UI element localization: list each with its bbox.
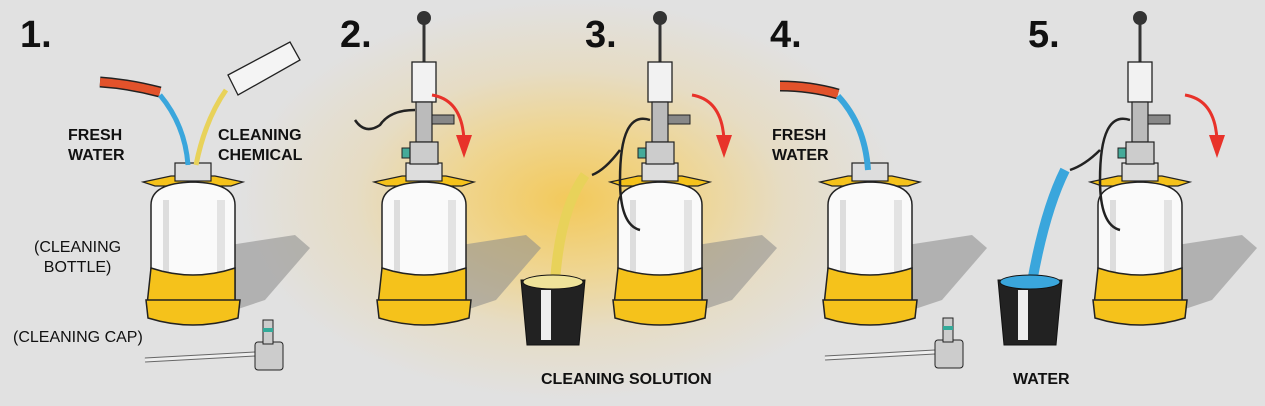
tap-pump-step3	[637, 11, 691, 165]
cleaning-bottle-step5	[1087, 162, 1257, 326]
tap-hose-step2	[353, 108, 416, 131]
red-arrow-down-step2	[431, 93, 466, 141]
cleaning-solution-caption: CLEANING SOLUTION	[541, 371, 712, 388]
cleaning-chemical-label: CLEANING CHEMICAL	[218, 127, 303, 164]
step-number-5: 5.	[1028, 14, 1060, 56]
cleaning-bottle-label: (CLEANING BOTTLE)	[34, 239, 122, 276]
red-arrow-down-step5-head	[1209, 135, 1225, 158]
cleaning-bottle-step1	[140, 162, 310, 326]
step-number-3: 3.	[585, 14, 617, 56]
fresh-water-label: FRESH WATER	[68, 127, 125, 164]
tap-pump-step5	[1117, 11, 1171, 165]
red-arrow-down-step3	[691, 93, 726, 141]
step-number-2: 2.	[340, 14, 372, 56]
tap-pump-step2	[401, 11, 455, 165]
cleaning-bottle-step3	[607, 162, 777, 326]
cleaning-bottle-step4	[817, 162, 987, 326]
hose-step4	[779, 80, 840, 100]
step-number-1: 1.	[20, 14, 52, 56]
red-arrow-down-step2-head	[456, 135, 472, 158]
chemical-bottle	[227, 41, 301, 96]
hose-step1	[99, 76, 162, 98]
water-stream-step4	[835, 93, 871, 171]
solution-stream	[550, 172, 590, 283]
red-arrow-down-step5	[1184, 93, 1219, 141]
tap-hose-step3	[591, 117, 651, 232]
cleaning-cap-label: (CLEANING CAP)	[13, 329, 143, 346]
bucket-water	[997, 274, 1063, 346]
water-stream-step1	[158, 93, 191, 166]
bucket-cleaning-solution	[520, 274, 586, 346]
cleaning-cap-step1	[144, 319, 284, 371]
chemical-stream	[193, 88, 229, 166]
fresh-water-label-step4: FRESH WATER	[772, 127, 829, 164]
red-arrow-down-step3-head	[716, 135, 732, 158]
step-number-4: 4.	[770, 14, 802, 56]
tap-hose-step5	[1069, 117, 1131, 232]
water-stream-step5	[1027, 167, 1070, 283]
water-caption: WATER	[1013, 371, 1070, 388]
cleaning-bottle-step2	[371, 162, 541, 326]
cleaning-cap-step4	[824, 317, 964, 369]
